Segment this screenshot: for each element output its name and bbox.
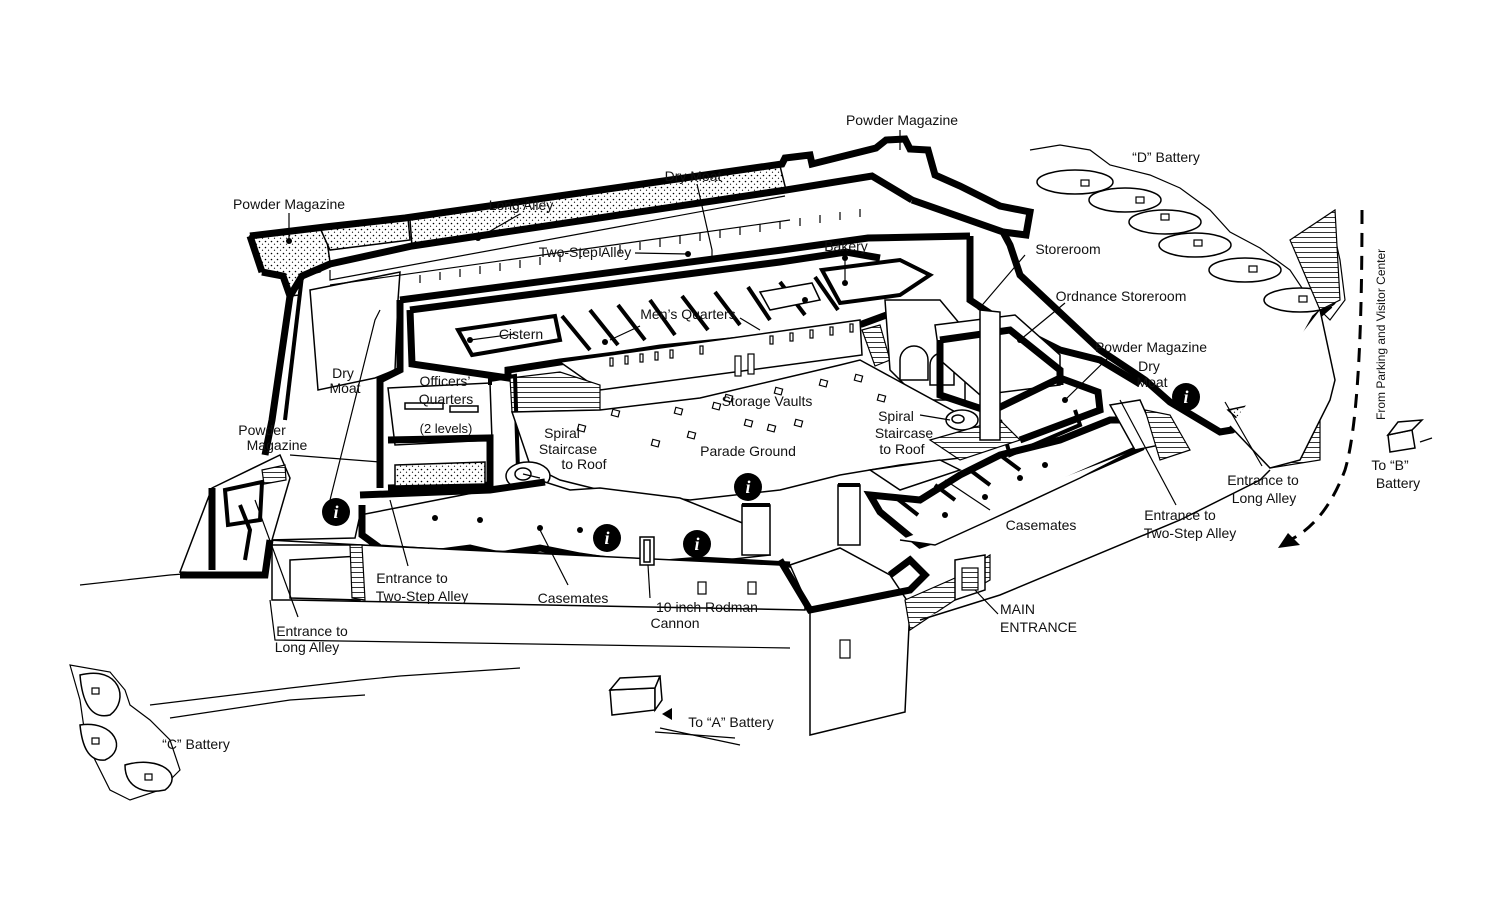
label-mens-quarters: Men’s Quarters [640,306,735,322]
label-entrance-long-alley-left: Long Alley [275,639,340,655]
fort-outer-walls [246,135,1336,469]
label-dry-moat-left: Moat [329,380,360,396]
label-main-entrance: ENTRANCE [1000,619,1077,635]
leader-lines [254,130,1263,618]
label-entrance-two-step-right: Two-Step Alley [1144,525,1237,541]
label-entrance-two-step-right: Entrance to [1144,507,1216,523]
label-officers-quarters: Officers’ [419,373,470,389]
label-storeroom: Storeroom [1035,241,1100,257]
label-dry-moat-top: Dry Moat [665,168,722,184]
label-entrance-long-alley-right: Entrance to [1227,472,1299,488]
svg-text:i: i [694,534,699,554]
label-storage-vaults: Storage Vaults [722,393,813,409]
label-dry-moat-right: Dry [1138,358,1160,374]
label-casemates-right: Casemates [1006,517,1077,533]
svg-text:i: i [1183,387,1188,407]
label-spiral-staircase-left: Spiral [544,425,580,441]
label-casemates-left: Casemates [538,590,609,606]
label-entrance-two-step-left: Two-Step Alley [376,588,469,604]
label-from-parking: From Parking and Visitor Center [1374,249,1388,420]
label-entrance-two-step-left: Entrance to [376,570,448,586]
label-officers-quarters: Quarters [419,391,473,407]
info-icon[interactable]: i [683,530,711,558]
label-rodman-cannon: Cannon [650,615,699,631]
label-to-a-battery: To “A” Battery [688,714,774,730]
label-main-entrance: MAIN [1000,601,1035,617]
label-to-b-battery: To “B” [1371,457,1409,473]
storage-vaults [576,373,887,448]
b-battery-house [1386,419,1433,453]
label-spiral-staircase-right: Staircase [875,425,934,441]
label-to-b-battery: Battery [1376,475,1420,491]
label-entrance-long-alley-left: Entrance to [276,623,348,639]
label-dry-moat-left: Dry [332,365,354,381]
label-rodman-cannon: 10 inch Rodman [656,599,758,615]
svg-text:i: i [745,477,750,497]
svg-text:i: i [604,528,609,548]
labels: Powder Magazine “D” Battery Dry Moat Pow… [162,112,1420,752]
info-icon[interactable]: i [322,498,350,526]
label-spiral-staircase-right: to Roof [879,441,924,457]
front-wall [178,309,1271,736]
info-icon[interactable]: i [593,524,621,552]
label-powder-magazine-lower: Powder [238,422,286,438]
label-d-battery: “D” Battery [1132,149,1200,165]
label-officers-quarters: (2 levels) [420,421,473,436]
label-long-alley: Long Alley [489,197,554,213]
terrain [79,571,791,746]
label-powder-magazine-lower: Magazine [247,437,308,453]
label-spiral-staircase-right: Spiral [878,408,914,424]
label-spiral-staircase-left: to Roof [561,456,606,472]
label-powder-magazine-top: Powder Magazine [846,112,958,128]
label-powder-magazine-right: Powder Magazine [1095,339,1207,355]
direction-arrow-icon [1278,209,1364,548]
quarters-windows [609,323,854,377]
a-battery-house [608,675,672,720]
c-battery [69,664,181,801]
inner-buildings [376,232,1104,501]
north-wall-windows [419,209,861,283]
label-two-step-alley: Two-Step Alley [539,244,632,260]
label-bakery: Bakery [824,238,868,254]
info-icon[interactable]: i [1172,383,1200,411]
label-parade-ground: Parade Ground [700,443,796,459]
label-c-battery: “C” Battery [162,736,230,752]
label-spiral-staircase-left: Staircase [539,441,598,457]
d-battery [1029,144,1346,321]
svg-text:i: i [333,502,338,522]
label-dry-moat-right: Moat [1136,374,1167,390]
label-ordnance-storeroom: Ordnance Storeroom [1056,288,1187,304]
info-icon[interactable]: i [734,473,762,501]
label-cistern: Cistern [499,326,543,342]
label-entrance-long-alley-right: Long Alley [1232,490,1297,506]
label-powder-magazine-left: Powder Magazine [233,196,345,212]
